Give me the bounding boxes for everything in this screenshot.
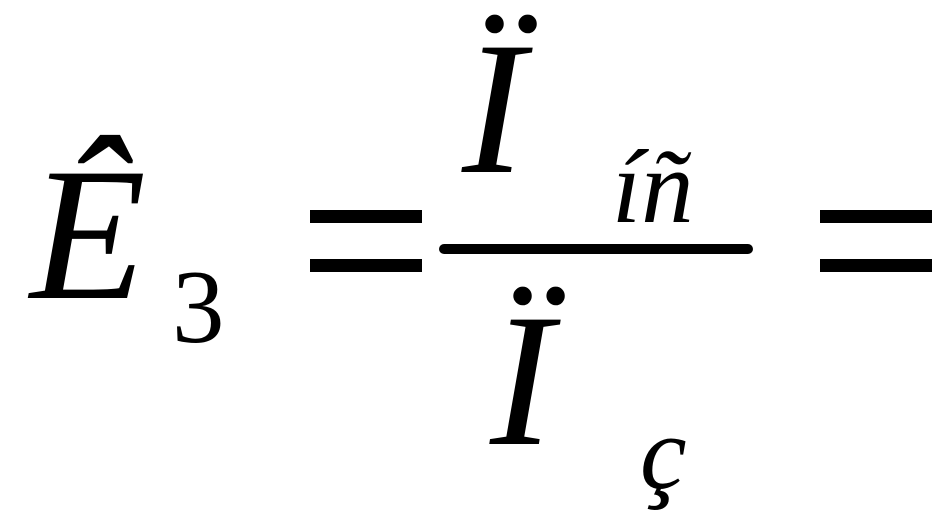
lhs-symbol: Ê bbox=[27, 130, 146, 340]
equals-sign-top-bar bbox=[310, 210, 422, 223]
denominator-symbol: Ï bbox=[489, 276, 565, 486]
trailing-equals-sign-bottom-bar bbox=[820, 259, 932, 272]
lhs-subscript: 3 bbox=[172, 248, 225, 365]
equals-sign bbox=[310, 210, 422, 272]
equals-sign-bottom-bar bbox=[310, 259, 422, 272]
trailing-equals-sign bbox=[820, 210, 932, 272]
trailing-equals-sign-top-bar bbox=[820, 210, 932, 223]
numerator-symbol: Ï bbox=[461, 4, 537, 214]
denominator-subscript: ç bbox=[640, 394, 687, 511]
numerator-subscript: íñ bbox=[612, 128, 694, 245]
